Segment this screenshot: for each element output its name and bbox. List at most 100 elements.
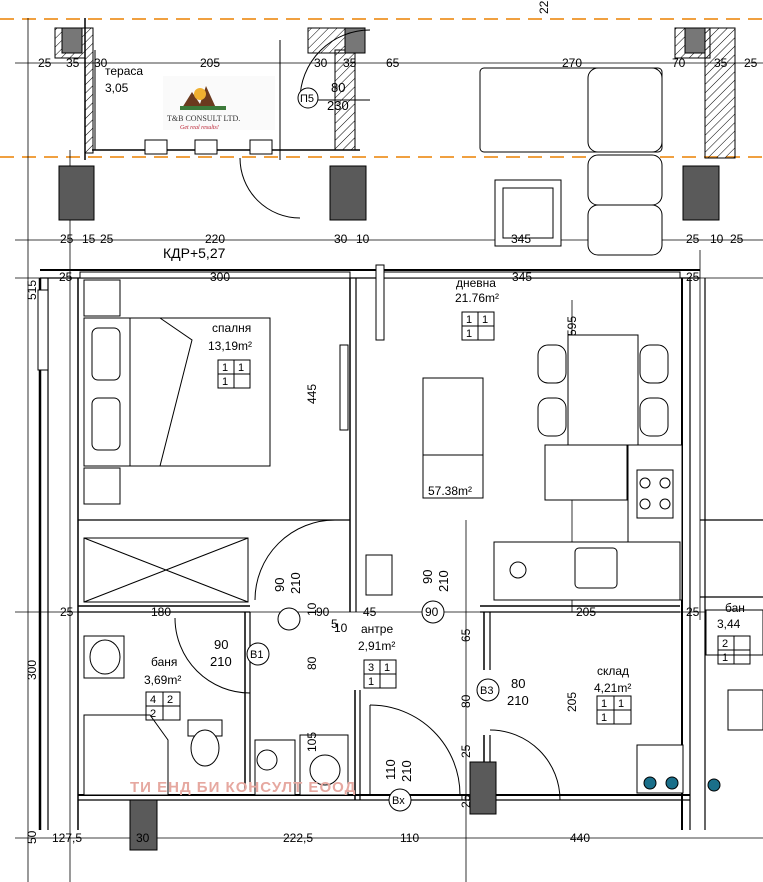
dim-row2-9: 25 [730,232,744,246]
dim-misc-0: 10 [334,621,348,635]
door-hall-width: 90 [420,570,435,584]
dim-misc-3: 225 [537,0,551,14]
bath-grid-a: 4 [150,694,156,706]
storage-name: склад [597,664,629,678]
dim-v-9: 10 [305,602,319,616]
bath-area: 3,69m² [144,673,181,687]
living-grid-b: 1 [482,314,488,326]
hall-area: 2,91m² [358,639,395,653]
door-vx-height: 210 [399,760,414,782]
room-grids [145,311,751,725]
dim-mid-3: 45 [363,605,377,619]
hall-grid-a: 3 [368,662,374,674]
dim-v-2: 595 [565,316,579,336]
door-b1-tag: B1 [250,649,263,661]
dim-row2-0: 25 [60,232,74,246]
storage-grid-a: 1 [601,698,607,710]
door-swings [174,29,561,801]
dim-v-4: 65 [459,628,473,642]
door-p5-width: 80 [331,80,345,95]
dimension-numbers: 25 35 30 205 30 35 65 270 70 35 25 25 15… [25,0,758,845]
door-b3-height: 210 [507,693,529,708]
dim-v-8: 25 [459,794,473,808]
dim-mid-5: 205 [576,605,596,619]
terrace-area: 3,05 [105,81,129,95]
dim-v-5: 80 [459,694,473,708]
bath-name: баня [151,655,177,669]
dim-top-9: 35 [714,56,728,70]
dim-bottom-4: 440 [570,831,590,845]
door-tags [246,87,500,812]
living-furniture [422,67,683,601]
dim-top-0: 25 [38,56,52,70]
dim-row2-8: 10 [710,232,724,246]
dim-bottom-2: 222,5 [283,831,313,845]
door-b3-width: 80 [511,676,525,691]
bath2-grid-b: 1 [722,652,728,664]
dim-top-3: 205 [200,56,220,70]
living-grid-c: 1 [466,328,472,340]
dim-row2-3: 220 [205,232,225,246]
dim-row2-6: 345 [511,232,531,246]
storage-grid-b: 1 [618,698,624,710]
dim-bottom-1: 30 [136,831,150,845]
dim-row2-5: 10 [356,232,370,246]
dim-misc-2: 25 [459,744,473,758]
dim-top-4: 30 [314,56,328,70]
hall-name: антре [361,622,393,636]
room-labels: тераса 3,05 спалня 13,19m² дневна 21.76m… [105,64,745,695]
bedroom-area: 13,19m² [208,339,252,353]
logo-name: T&B CONSULT LTD. [167,114,240,123]
dim-v-3: 300 [25,660,39,680]
dim-v-6: 205 [565,692,579,712]
company-logo: T&B CONSULT LTD. Get real results! [163,76,275,131]
dim-top-8: 70 [672,56,686,70]
dim-top-6: 65 [386,56,400,70]
dim-bottom-0: 127,5 [52,831,82,845]
dim-mid-6: 25 [686,605,700,619]
dim-row3-0: 25 [59,270,73,284]
dim-mid-0: 25 [60,605,74,619]
terrace-furniture [144,139,273,155]
door-vx-tag: Вх [392,795,405,807]
total-area: 57.38m² [428,484,472,498]
door-labels: П5 80 230 B1 90 210 B3 80 210 Вх 110 210… [210,80,529,807]
bath-grid-b: 2 [167,694,173,706]
dim-top-7: 270 [562,56,582,70]
dim-v-10: 80 [305,656,319,670]
bedroom-grid-a: 1 [222,362,228,374]
bath-fixtures [83,554,763,796]
dim-v-11: 105 [305,732,319,752]
dim-v-1: 445 [305,384,319,404]
door-p5-height: 230 [327,98,349,113]
bedroom-grid-b: 1 [238,362,244,374]
living-name: дневна [456,276,496,290]
windows [37,264,681,431]
dim-mid-1: 180 [151,605,171,619]
door-bed-width: 90 [272,578,287,592]
dim-mid-4: 90 [425,605,439,619]
dim-top-10: 25 [744,56,758,70]
hall-grid-b: 1 [384,662,390,674]
door-b1-height: 210 [210,654,232,669]
dim-misc-1: 5 [331,617,338,631]
hall-grid-c: 1 [368,676,374,688]
door-b3-tag: B3 [480,685,493,697]
dim-top-5: 35 [343,56,357,70]
terrace-name: тераса [105,64,143,78]
dim-row2-4: 30 [334,232,348,246]
living-grid-a: 1 [466,314,472,326]
dim-row3-1: 300 [210,270,230,284]
bath2-grid-a: 2 [722,638,728,650]
dim-top-1: 35 [66,56,80,70]
dim-row2-1: 15 [82,232,96,246]
dim-top-2: 30 [94,56,108,70]
door-b1-width: 90 [214,637,228,652]
storage-grid-c: 1 [601,712,607,724]
columns [58,27,720,851]
bedroom-furniture [83,279,271,603]
door-bed-height: 210 [288,572,303,594]
watermark-text: ТИ ЕНД БИ КОНСУЛТ ЕООД [130,779,356,796]
door-vx-width: 110 [383,759,398,780]
